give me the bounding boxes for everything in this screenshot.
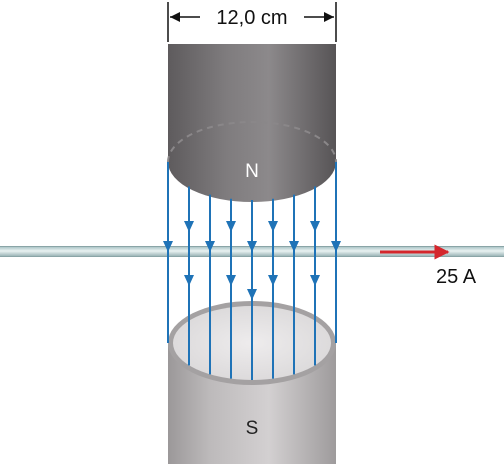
north-magnet-hidden-edge: [167, 121, 337, 163]
field-line-arrowhead: [226, 275, 236, 286]
field-line-arrowhead: [289, 241, 299, 252]
current-label: 25 A: [436, 266, 477, 288]
dimension-right-arrowhead: [324, 12, 334, 22]
north-pole-label: N: [245, 161, 259, 182]
field-line-arrowhead: [247, 241, 257, 252]
dimension-left-arrowhead: [170, 12, 180, 22]
magnetic-field-lines: [163, 162, 341, 380]
field-line-arrowhead: [163, 241, 173, 252]
dimension-indicator: 12,0 cm: [167, 2, 337, 42]
field-line-arrowhead: [247, 289, 257, 300]
field-line-arrowhead: [331, 241, 341, 252]
field-line-arrowhead: [268, 221, 278, 232]
field-line-arrowhead: [268, 275, 278, 286]
field-line-arrowhead: [226, 221, 236, 232]
field-line-arrowhead: [184, 221, 194, 232]
field-line-arrowhead: [310, 275, 320, 286]
south-pole-label: S: [246, 418, 259, 439]
north-magnet: N: [167, 44, 337, 202]
field-line-arrowhead: [310, 221, 320, 232]
field-line-arrowhead: [205, 241, 215, 252]
field-line-arrowhead: [184, 275, 194, 286]
dimension-label: 12,0 cm: [216, 7, 287, 29]
